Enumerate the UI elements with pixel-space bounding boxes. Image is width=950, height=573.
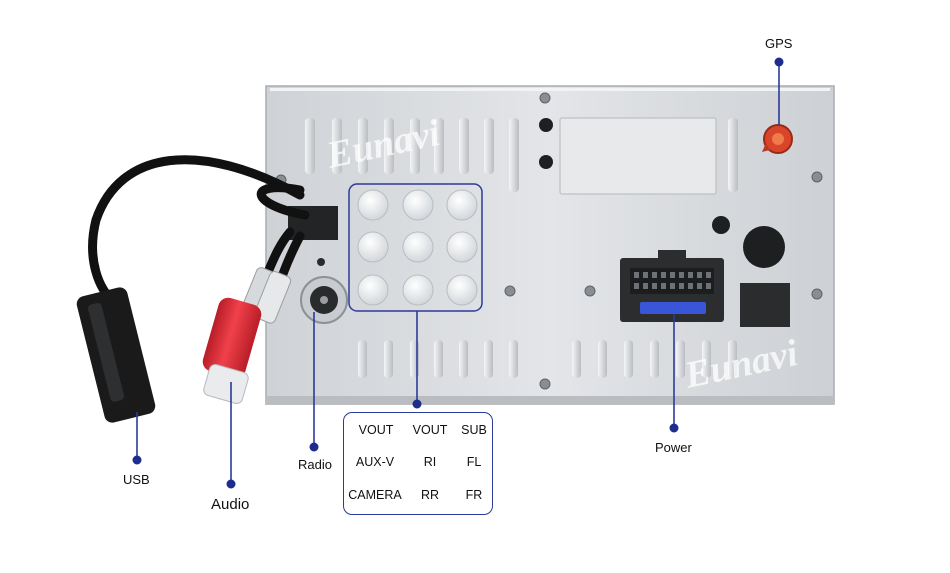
table-cell: RR	[420, 488, 440, 502]
power-label: Power	[655, 440, 692, 455]
square-port-block	[740, 283, 790, 327]
gps-label: GPS	[765, 36, 793, 51]
table-cell: VOUT	[358, 423, 394, 437]
table-cell: RI	[423, 455, 437, 469]
fuse	[640, 302, 706, 314]
radio-antenna-jack	[300, 258, 348, 324]
vent-slots-upper	[305, 117, 738, 195]
av-port-table: VOUT VOUT SUB AUX-V RI FL CAMERA RR FR	[343, 412, 493, 515]
usb-plug	[76, 287, 156, 423]
mounting-holes	[539, 118, 785, 268]
power-harness-connector	[620, 250, 724, 322]
table-cell: AUX-V	[355, 455, 395, 469]
table-cell: CAMERA	[348, 488, 402, 502]
table-cell: SUB	[461, 423, 487, 437]
usb-label: USB	[123, 472, 150, 487]
audio-label: Audio	[211, 496, 250, 513]
screws	[275, 92, 823, 390]
radio-label: Radio	[298, 457, 332, 472]
table-cell: FR	[465, 488, 483, 502]
table-cell: FL	[466, 455, 482, 469]
table-cell: VOUT	[412, 423, 448, 437]
rca-plugs	[202, 267, 292, 404]
callout-dots	[132, 57, 784, 489]
gps-connector	[762, 124, 793, 154]
callout-lines	[136, 62, 780, 484]
rca-jack-grid	[348, 183, 483, 312]
